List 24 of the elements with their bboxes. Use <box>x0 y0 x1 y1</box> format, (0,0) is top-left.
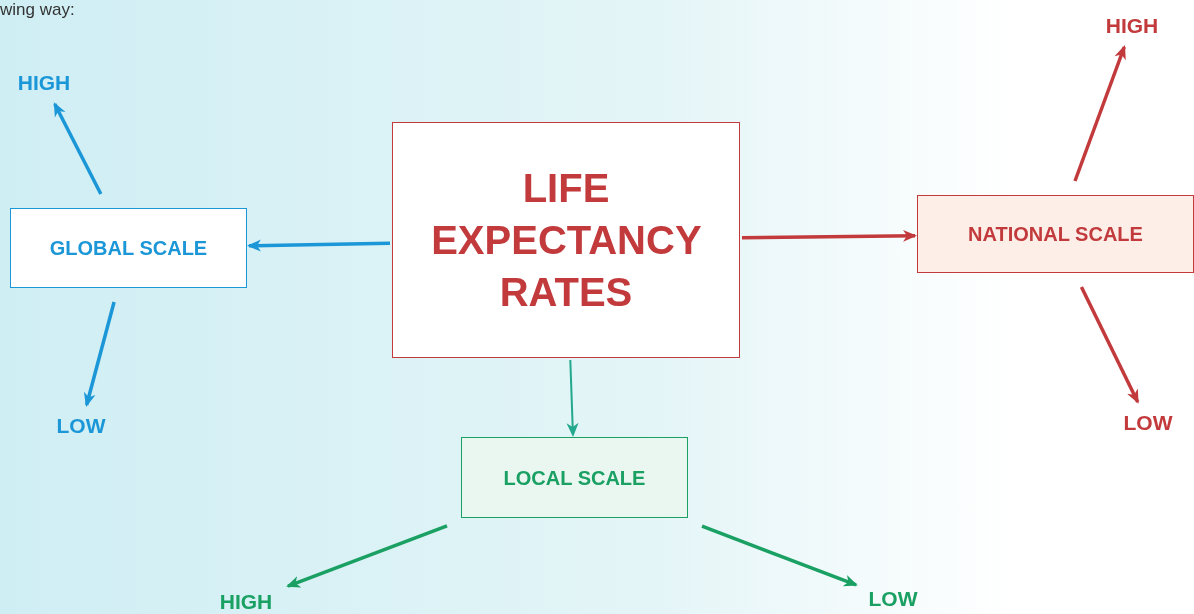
scale-box <box>917 195 1194 273</box>
arrow <box>742 229 917 242</box>
arrow <box>1073 45 1126 182</box>
topic-title: LIFE EXPECTANCY RATES <box>431 165 701 316</box>
scale-label: LOCAL SCALE <box>503 466 646 489</box>
level-label: HIGH <box>210 588 282 614</box>
arrow <box>83 301 116 407</box>
level-label: LOW <box>1117 408 1179 438</box>
arrow <box>1079 286 1140 404</box>
arrow <box>566 359 579 437</box>
arrow <box>286 524 448 588</box>
scale-label: GLOBAL SCALE <box>49 237 208 259</box>
level-label: LOW <box>50 411 112 441</box>
scale-box <box>461 437 688 518</box>
text-fragment: wing way: <box>0 0 75 20</box>
arrow <box>53 102 103 195</box>
level-label: HIGH <box>8 68 80 98</box>
level-label: HIGH <box>1096 11 1168 41</box>
scale-label: NATIONAL SCALE <box>968 223 1143 245</box>
topic-box <box>392 122 740 358</box>
scale-box <box>10 208 247 288</box>
level-label: LOW <box>862 585 924 613</box>
arrow <box>247 239 391 252</box>
arrow <box>701 524 858 587</box>
